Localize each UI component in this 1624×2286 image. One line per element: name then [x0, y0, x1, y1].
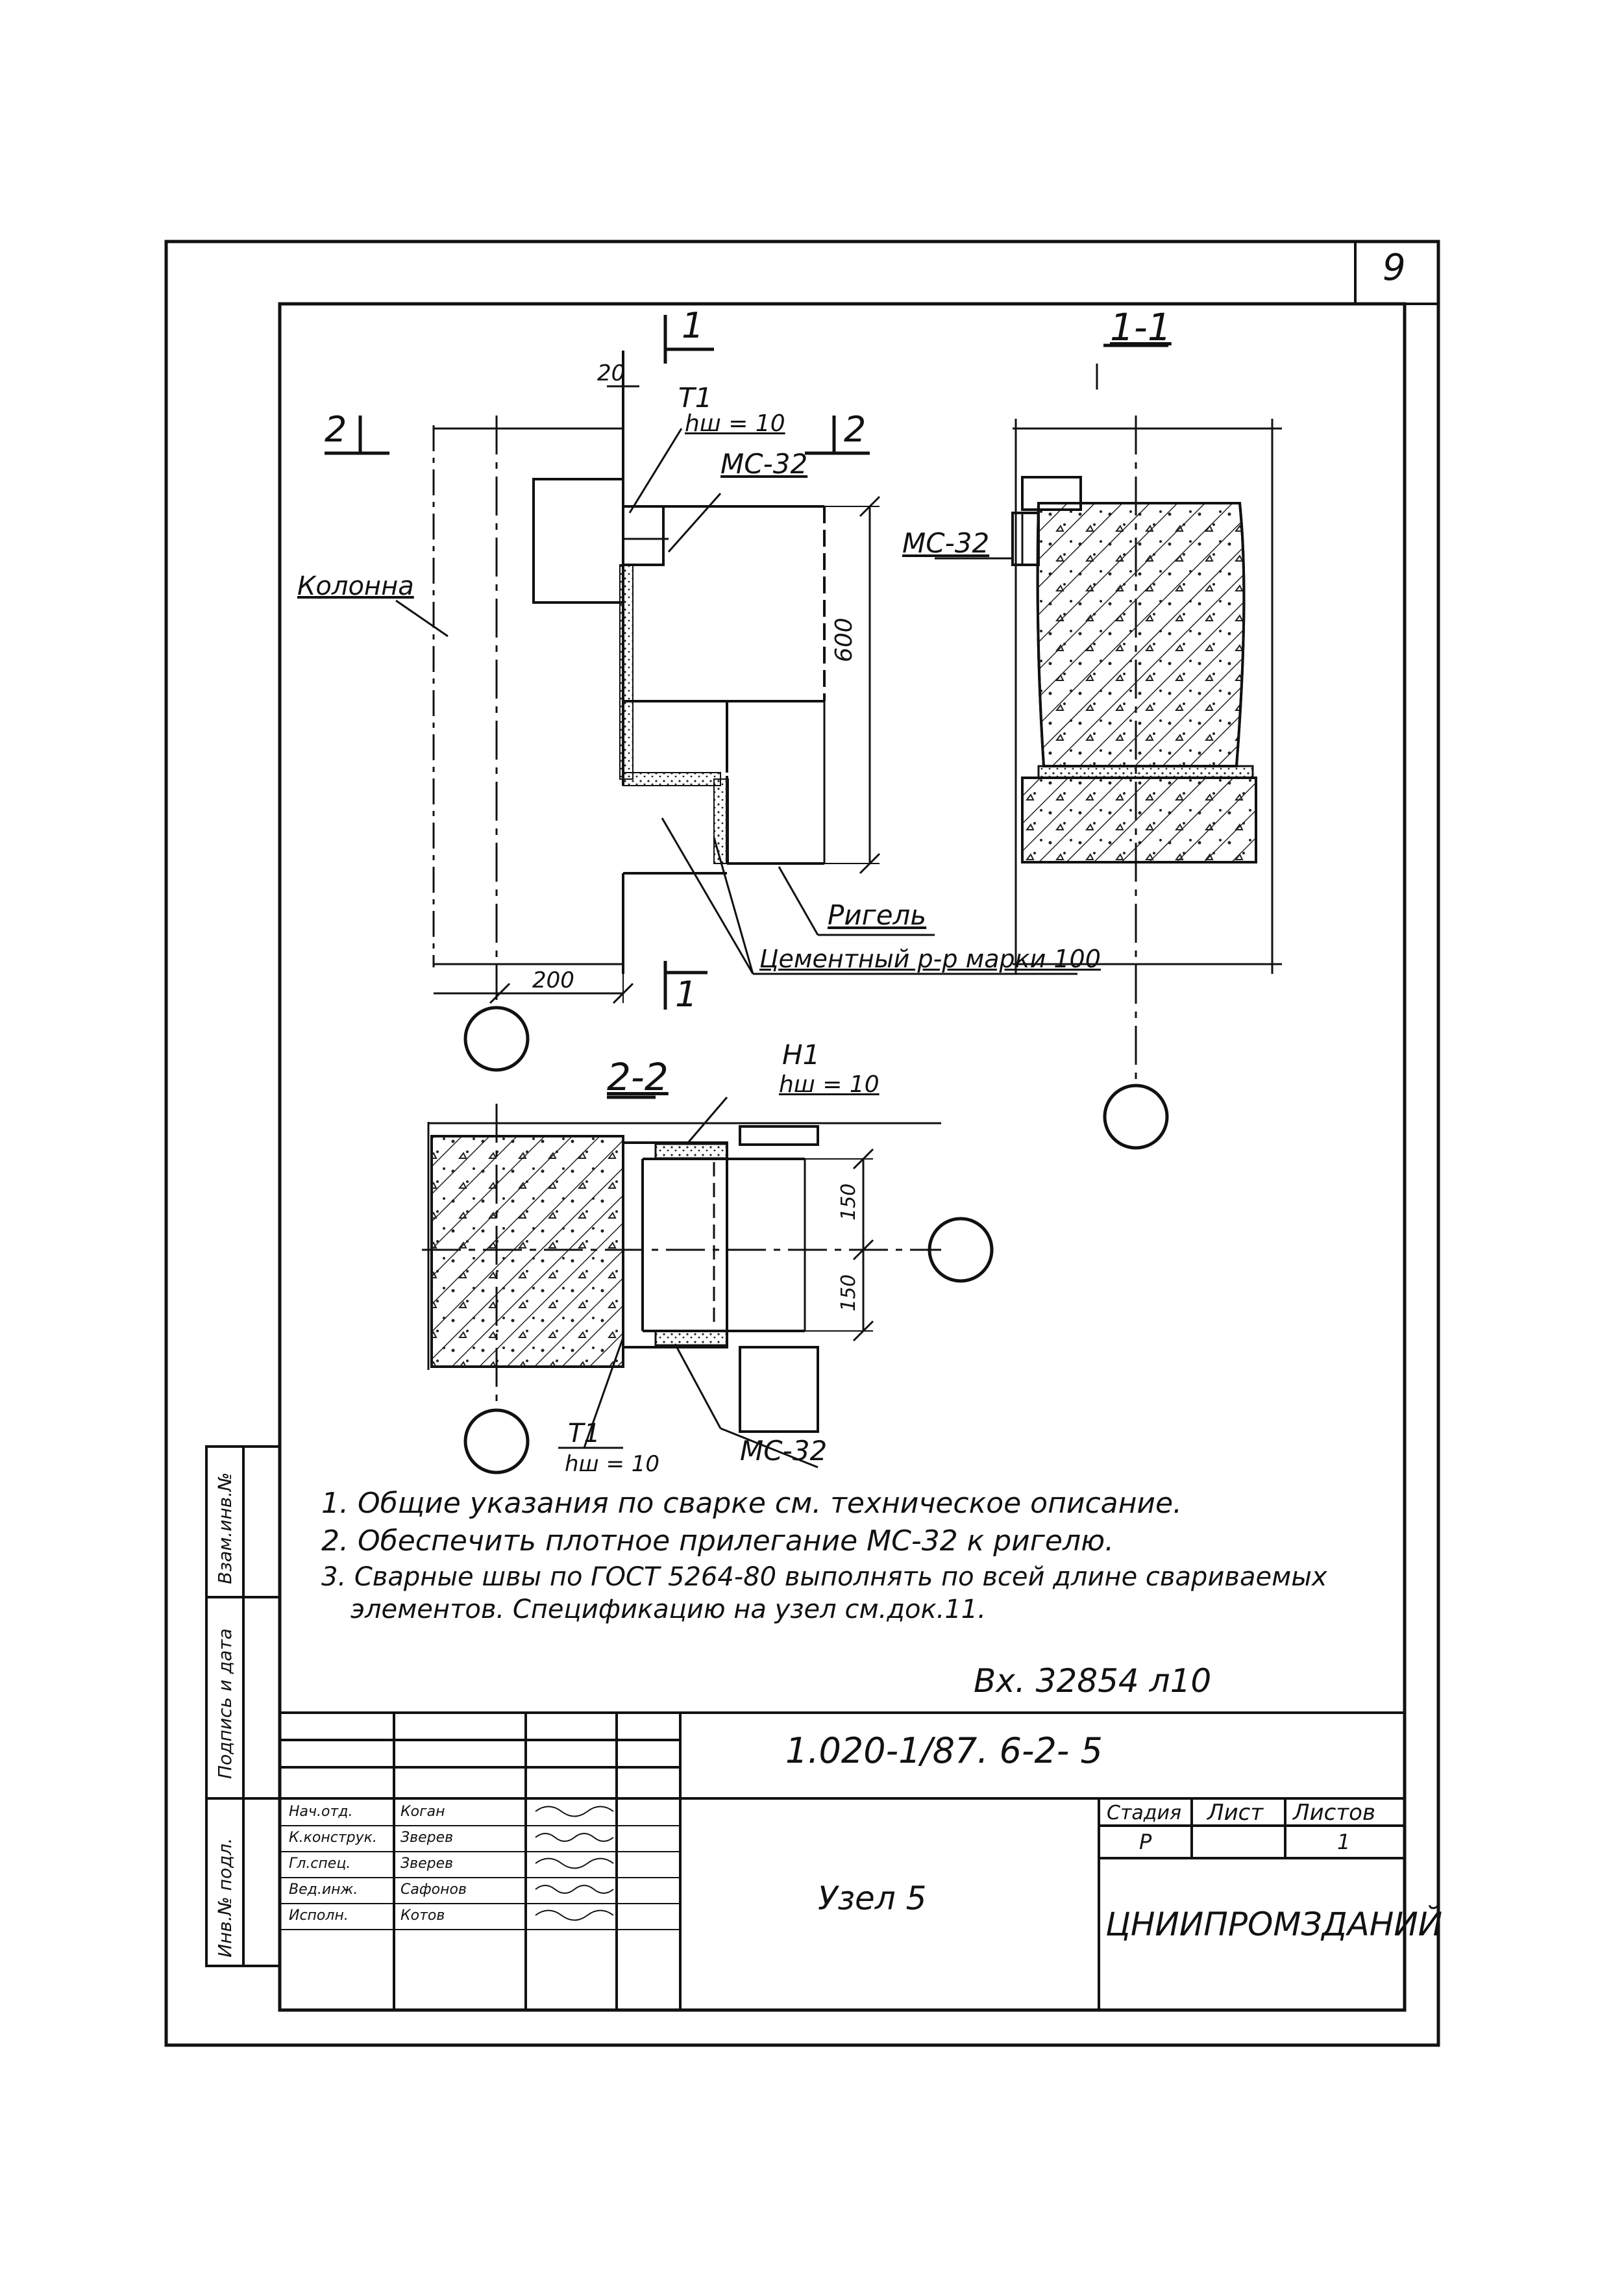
t1-top-label: T1 — [678, 382, 713, 414]
note-2: 2. Обеспечить плотное прилегание MC-32 к… — [321, 1524, 1114, 1558]
side-stamp — [205, 1445, 281, 1967]
cement-label: Цементный р-р марки 100 — [759, 945, 1101, 973]
inner-frame — [278, 302, 1407, 2012]
name-row-3: Зверев — [400, 1856, 454, 1872]
cut-mark-2-right: 2 — [844, 409, 867, 450]
role-row-5: Исполн. — [289, 1907, 349, 1924]
sheet-number-box — [1354, 240, 1440, 305]
section-title-1-1: 1-1 — [1110, 305, 1172, 349]
cut-mark-1-bottom: 1 — [675, 974, 698, 1015]
signatures — [535, 1806, 614, 1921]
side-stamp-signature-date: Подпись и дата — [214, 1628, 236, 1779]
sheet-header: Лист — [1207, 1800, 1264, 1826]
hw-h1-label: hш = 10 — [779, 1071, 880, 1098]
name-row-2: Зверев — [400, 1830, 454, 1846]
drawing-designation: 1.020-1/87. 6-2- 5 — [785, 1730, 1103, 1771]
sheets-header: Листов — [1293, 1800, 1376, 1826]
column-label: Колонна — [297, 571, 414, 601]
dim-600-label: 600 — [831, 617, 857, 662]
t1-bottom-label: T1 — [568, 1419, 600, 1448]
rigel-label: Ригель — [828, 899, 927, 931]
ms32-main-label: MC-32 — [720, 448, 808, 480]
cut-mark-1-top: 1 — [682, 305, 704, 346]
title-block-grid — [280, 1711, 1405, 2010]
dim-200-label: 200 — [532, 967, 574, 993]
note-3: 3. Сварные швы по ГОСТ 5264-80 выполнять… — [321, 1562, 1327, 1592]
name-row-4: Сафонов — [400, 1882, 467, 1898]
inventory-number: Вх. 32854 л10 — [974, 1662, 1212, 1700]
role-row-1: Нач.отд. — [289, 1804, 353, 1820]
role-row-3: Гл.спец. — [289, 1856, 351, 1872]
hw-top-label: hш = 10 — [685, 410, 785, 437]
organization-name: ЦНИИПРОМЗДАНИЙ — [1105, 1906, 1443, 1943]
sheet-number: 9 — [1383, 247, 1406, 289]
role-row-2: К.конструк. — [289, 1830, 377, 1846]
role-row-4: Вед.инж. — [289, 1882, 358, 1898]
note-3-continued: элементов. Спецификацию на узел см.док.1… — [351, 1595, 986, 1624]
stage-value: Р — [1139, 1830, 1152, 1854]
drawing-title: Узел 5 — [818, 1880, 927, 1917]
section-2-2-view — [422, 1095, 994, 1474]
cut-mark-2-left: 2 — [325, 409, 347, 450]
h1-label: Н1 — [782, 1039, 820, 1071]
name-row-5: Котов — [400, 1907, 445, 1924]
main-view — [325, 315, 1077, 1072]
dim-150-top-label: 150 — [837, 1183, 860, 1221]
sheets-value: 1 — [1337, 1830, 1351, 1854]
section-title-2-2: 2-2 — [607, 1055, 669, 1099]
ms32-section-label: MC-32 — [902, 527, 990, 559]
section-1-1-view — [935, 343, 1282, 1150]
dim-20-label: 20 — [597, 360, 626, 386]
dim-150-bottom-label: 150 — [837, 1274, 860, 1311]
ms32-bottom-label: MC-32 — [740, 1435, 828, 1467]
stage-header: Стадия — [1107, 1802, 1182, 1824]
note-1: 1. Общие указания по сварке см. техничес… — [321, 1487, 1183, 1520]
side-stamp-inv-podl: Инв.№ подл. — [214, 1837, 236, 1957]
name-row-1: Коган — [400, 1804, 445, 1820]
hw-bottom-label: hш = 10 — [565, 1451, 660, 1477]
side-stamp-vzam-inv: Взам.инв.№ — [214, 1472, 236, 1584]
outer-frame — [164, 240, 1440, 2047]
